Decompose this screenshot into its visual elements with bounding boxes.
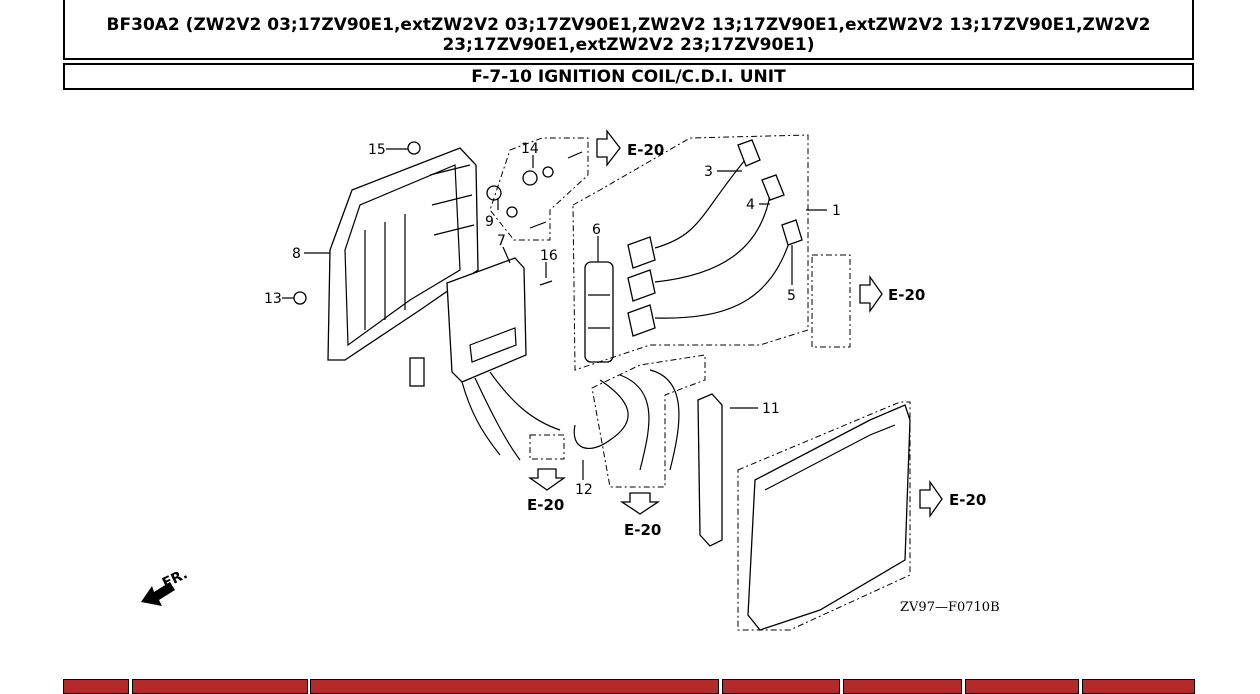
section-title: F-7-10 IGNITION COIL/C.D.I. UNIT [63,63,1194,90]
cover-plate [327,147,479,361]
callout-13: 13 [264,291,282,307]
diagram-code: ZV97—F0710B [900,600,1000,615]
callout-15: 15 [368,142,386,158]
callouts: 15 14 9 8 13 7 16 6 3 4 5 1 11 12 [264,141,841,498]
model-title-line-1: BF30A2 (ZW2V2 03;17ZV90E1,extZW2V2 03;17… [106,15,1151,35]
grommet-strip [697,393,723,547]
callout-14: 14 [521,141,539,157]
reference-arrows [527,129,943,519]
fasteners [293,141,583,305]
callout-11: 11 [762,401,780,417]
model-title-line-2: 23;17ZV90E1,extZW2V2 23;17ZV90E1) [442,35,815,55]
ref-e20: E-20 [624,521,661,539]
ignition-coils [627,139,803,337]
cdi-unit [409,257,561,461]
callout-6: 6 [592,222,601,238]
wire-harness [573,369,680,471]
ref-e20: E-20 [627,141,664,159]
ref-e20: E-20 [888,286,925,304]
callout-8: 8 [292,246,301,262]
reference-labels: E-20 E-20 E-20 E-20 E-20 [527,141,986,539]
kit-outlines [489,134,911,631]
callout-7: 7 [497,233,506,249]
table-header-cell [132,679,308,694]
front-label: FR. [160,566,190,591]
ref-arrow-down-icon [527,468,567,491]
table-header-cell [310,679,719,694]
coil-bracket [584,261,614,363]
callout-5: 5 [787,288,796,304]
callout-12: 12 [575,482,593,498]
front-arrow: FR. [141,566,190,606]
ref-e20: E-20 [949,491,986,509]
model-title: BF30A2 (ZW2V2 03;17ZV90E1,extZW2V2 03;17… [63,0,1194,60]
front-arrow-icon [141,582,175,606]
table-header-cell [1082,679,1195,694]
ref-arrow-right-icon [596,129,621,167]
table-header-cell [843,679,962,694]
side-cover [747,404,911,631]
leader-lines [282,148,827,480]
callout-4: 4 [746,197,755,213]
callout-9: 9 [485,214,494,230]
ref-arrow-right-icon [859,274,883,314]
ref-arrow-down-icon [619,492,661,515]
ref-e20: E-20 [527,496,564,514]
table-header-cell [63,679,129,694]
table-header-cell [965,679,1079,694]
callout-1: 1 [832,203,841,219]
callout-16: 16 [540,248,558,264]
table-header-cell [722,679,840,694]
callout-3: 3 [704,164,713,180]
ref-arrow-right-icon [919,479,943,519]
